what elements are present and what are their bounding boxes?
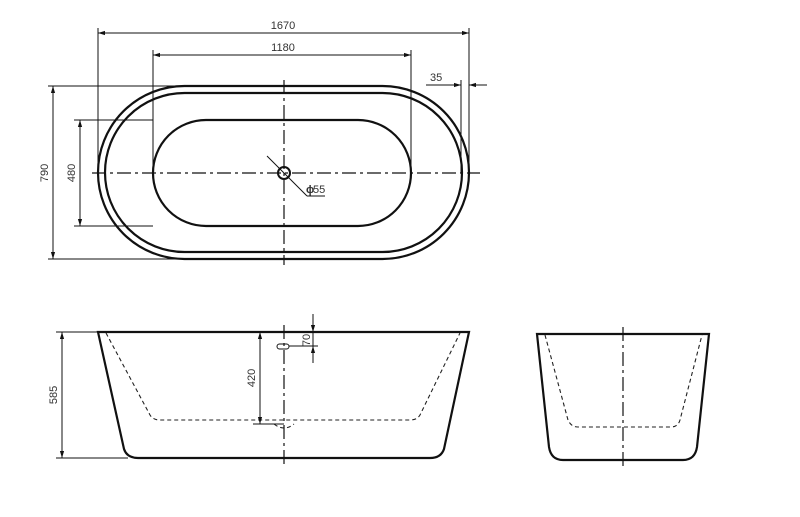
drain-leader [266,155,308,197]
overflow-icon [276,343,290,350]
dim-overflow-offset: 70 [301,334,313,346]
end-inner-basin-hidden [544,334,703,428]
top-view: ϕ 55 1670 1180 35 790 480 [39,20,487,265]
side-inner-basin-hidden [105,332,461,421]
dim-basin-width: 480 [66,164,78,182]
end-outer-outline [535,332,711,462]
dim-depth: 420 [246,369,258,387]
side-outer-outline [96,330,471,460]
dim-overall-width: 790 [39,164,51,182]
dim-overall-length: 1670 [271,20,295,32]
drain-icon [277,166,291,180]
side-view: 585 420 70 [48,314,471,466]
dim-basin-length: 1180 [271,42,295,54]
dim-rim-width: 35 [430,72,442,84]
dim-overall-height: 585 [48,386,60,404]
drain-diameter-symbol: ϕ [306,184,314,196]
end-view [535,327,711,468]
drain-diameter-label: 55 [313,184,325,196]
